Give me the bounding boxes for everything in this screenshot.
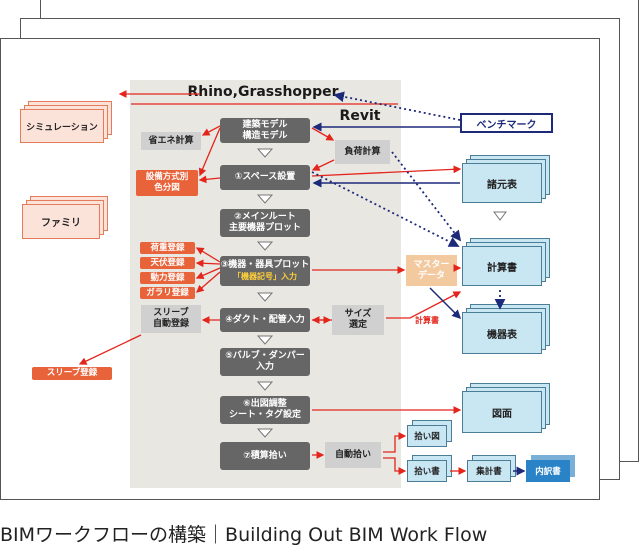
dotted-arrows [311, 91, 506, 310]
spec-table-card: 諸元表 [462, 163, 542, 203]
sleeve-reg-box: スリーブ登録 [32, 367, 112, 380]
step-2-text: ②メインルート 主要機器プロット [228, 212, 301, 233]
step-4-text: ④ダクト・配管入力 [225, 314, 305, 325]
step-triangles [256, 148, 507, 438]
arrow-model-to-energy [201, 125, 221, 136]
step-6-text: ⑥出図調整 シート・タグ設定 [228, 399, 301, 420]
triangle-2 [256, 194, 274, 204]
step-building-model-text: 建築モデル 構造モデル [242, 119, 288, 141]
arrow-plot-to-ceiling-reg [195, 259, 221, 268]
rhino-grasshopper-label: Rhino,Grasshopper [187, 84, 339, 100]
summary-book-card: 集計書 [467, 460, 511, 482]
dotted-benchmark-to-rhino [333, 91, 461, 121]
load-calc-box: 負荷計算 [335, 140, 390, 164]
arrow-auto-to-fig [383, 432, 407, 453]
arrow-model-to-method [198, 127, 221, 177]
triangle-7 [256, 428, 274, 438]
arrow-load-to-space [311, 159, 335, 171]
step-1-space: ①スペース設置 [220, 165, 310, 190]
triangle-5 [256, 335, 274, 345]
equipment-table-card: 機器表 [462, 312, 542, 354]
revit-label: Revit [339, 108, 381, 124]
energy-calc-box: 省エネ計算 [141, 132, 201, 150]
arrow-plot-to-gallery-reg [196, 271, 221, 293]
triangle-6 [256, 381, 274, 391]
calc-note-label: 計算書 [415, 316, 439, 325]
step-6-drawing-adjust: ⑥出図調整 シート・タグ設定 [220, 396, 310, 424]
arrow-space-to-spec [311, 165, 462, 177]
figure-caption: BIMワークフローの構築｜Building Out BIM Work Flow [0, 524, 488, 546]
step-3-equipment-plot: ③機器・器具プロット 「機器記号」入力 [220, 256, 310, 286]
arrow-plot-to-power-reg [195, 267, 221, 279]
step-3-subtext: 「機器記号」入力 [233, 272, 297, 281]
step-7-quantity: ⑦積算拾い [220, 442, 310, 470]
arrow-size-to-calc [386, 291, 462, 319]
arrow-space-to-method [198, 175, 221, 184]
arrow-auto-to-book [383, 457, 407, 475]
pick-fig-card: 拾い図 [407, 425, 447, 447]
arrow-sleeve-to-sleeve-reg [78, 334, 142, 365]
arrow-model-to-load [311, 127, 335, 141]
triangle-3 [256, 241, 274, 251]
master-data-box: マスター データ [406, 255, 457, 286]
pick-book-card: 拾い書 [407, 460, 447, 482]
sleeve-auto-box: スリーブ 自動登録 [141, 305, 201, 333]
power-reg-box: 動力登録 [140, 272, 195, 284]
dotted-load-to-calc [391, 151, 462, 242]
step-3-text: ③機器・器具プロット [220, 260, 310, 270]
breakdown-book-card: 内訳書 [526, 460, 570, 482]
arrow-master-to-equipment [429, 287, 462, 320]
ceiling-reg-box: 天伏登録 [140, 257, 195, 269]
step-7-text: ⑦積算拾い [243, 450, 287, 461]
triangle-4 [256, 292, 274, 302]
equipment-method-box: 設備方式別 色分図 [136, 170, 198, 196]
size-select-box: サイズ 選定 [332, 305, 384, 335]
family-card: ファミリ [22, 204, 100, 239]
auto-pick-box: 自動拾い [325, 442, 381, 468]
drawing-card: 図面 [462, 391, 542, 433]
red-arrows [78, 90, 467, 475]
triangle-1 [256, 148, 274, 158]
load-reg-box: 荷重登録 [140, 242, 195, 254]
step-1-text: ①スペース設置 [234, 172, 296, 182]
dotted-space-to-calc [311, 171, 460, 247]
triangle-spec-to-calc [493, 211, 507, 221]
step-5-valve: ⑤バルブ・ダンパー 入力 [220, 348, 310, 376]
benchmark-box: ベンチマーク [460, 113, 553, 133]
navy-arrows [312, 122, 526, 476]
step-5-text: ⑤バルブ・ダンパー 入力 [225, 351, 305, 372]
gallery-reg-box: ガラリ登録 [140, 287, 195, 299]
simulation-card: シミュレーション [20, 109, 104, 143]
step-2-main-route: ②メインルート 主要機器プロット [220, 209, 310, 237]
calc-book-card: 計算書 [462, 246, 542, 286]
step-building-model: 建築モデル 構造モデル [220, 118, 310, 143]
arrow-plot-to-load-reg [195, 247, 221, 263]
step-4-duct: ④ダクト・配管入力 [220, 308, 310, 332]
